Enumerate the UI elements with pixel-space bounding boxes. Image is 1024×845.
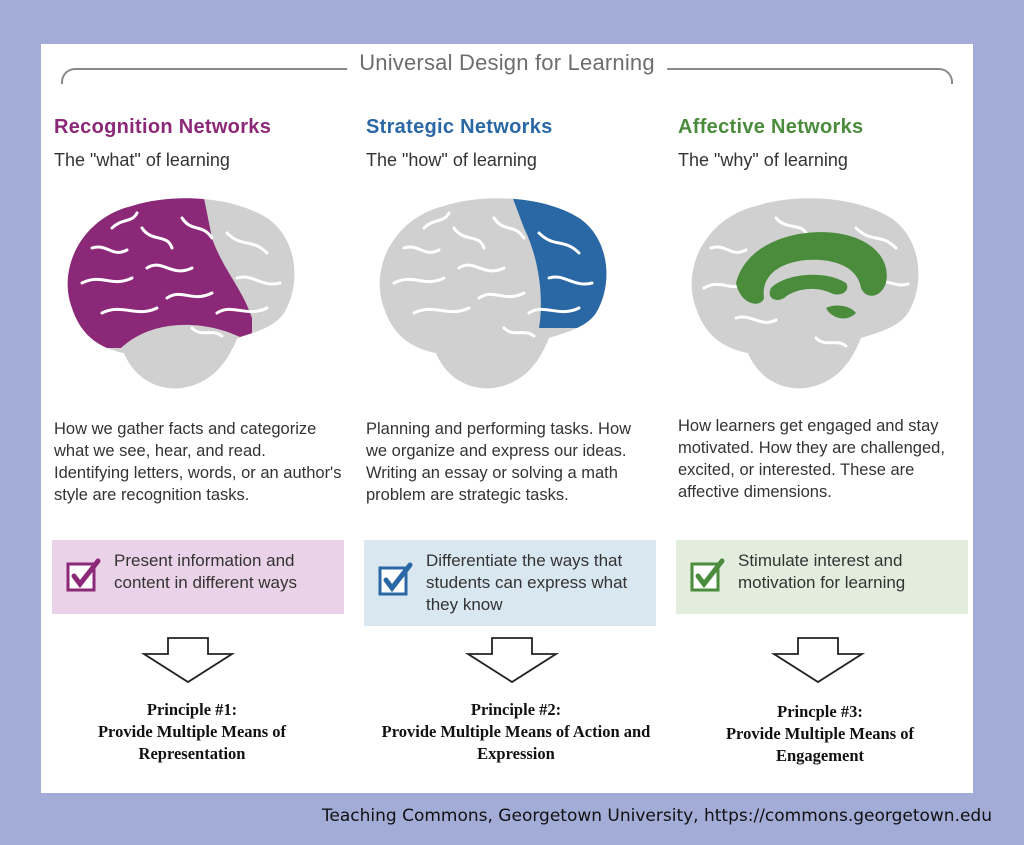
principle-2-text: Provide Multiple Means of Action and Exp… xyxy=(381,722,651,763)
affective-description: How learners get engaged and stay motiva… xyxy=(678,417,945,501)
recognition-heading: Recognition Networks xyxy=(54,116,272,138)
principle-3-text: Provide Multiple Means of Engagement xyxy=(725,724,915,765)
down-arrow-icon xyxy=(464,637,560,684)
affective-guideline-text: Stimulate interest and motivation for le… xyxy=(738,551,906,592)
down-arrow-icon xyxy=(770,637,866,684)
strategic-guideline-box: Differentiate the ways that students can… xyxy=(364,540,656,626)
affective-column: Affective Networks The "why" of learning… xyxy=(676,116,978,786)
affective-guideline-box: Stimulate interest and motivation for le… xyxy=(676,540,968,614)
brain-icon xyxy=(691,198,919,389)
udl-card: Universal Design for Learning Recognitio… xyxy=(41,44,973,793)
brain-icon xyxy=(67,198,295,389)
affective-heading: Affective Networks xyxy=(678,116,864,138)
strategic-column: Strategic Networks The "how" of learning… xyxy=(364,116,666,786)
title-banner: Universal Design for Learning xyxy=(61,50,953,90)
source-credit: Teaching Commons, Georgetown University,… xyxy=(321,806,992,826)
principle-1-number: Principle #1: xyxy=(146,700,238,719)
checkbox-icon xyxy=(378,562,413,596)
strategic-subheading: The "how" of learning xyxy=(366,150,537,170)
checkbox-icon xyxy=(66,558,101,592)
principle-1: Principle #1: Provide Multiple Means of … xyxy=(52,699,332,765)
page-title: Universal Design for Learning xyxy=(347,50,667,76)
checkbox-icon xyxy=(690,558,725,592)
principle-2: Principle #2: Provide Multiple Means of … xyxy=(376,699,656,765)
strategic-guideline-text: Differentiate the ways that students can… xyxy=(426,551,628,614)
recognition-subheading: The "what" of learning xyxy=(54,150,230,170)
down-arrow-icon xyxy=(140,637,236,684)
principle-2-number: Principle #2: xyxy=(470,700,562,719)
affective-subheading: The "why" of learning xyxy=(678,150,848,170)
recognition-column: Recognition Networks The "what" of learn… xyxy=(52,116,354,786)
recognition-guideline-text: Present information and content in diffe… xyxy=(114,551,298,592)
recognition-guideline-box: Present information and content in diffe… xyxy=(52,540,344,614)
strategic-heading: Strategic Networks xyxy=(366,116,553,138)
recognition-description: How we gather facts and categorize what … xyxy=(54,420,342,504)
principle-3-number: Princple #3: xyxy=(777,702,863,721)
brain-icon xyxy=(379,198,607,389)
principle-3: Princple #3: Provide Multiple Means of E… xyxy=(680,701,960,767)
strategic-description: Planning and performing tasks. How we or… xyxy=(366,420,632,504)
principle-1-text: Provide Multiple Means of Representation xyxy=(97,722,287,763)
